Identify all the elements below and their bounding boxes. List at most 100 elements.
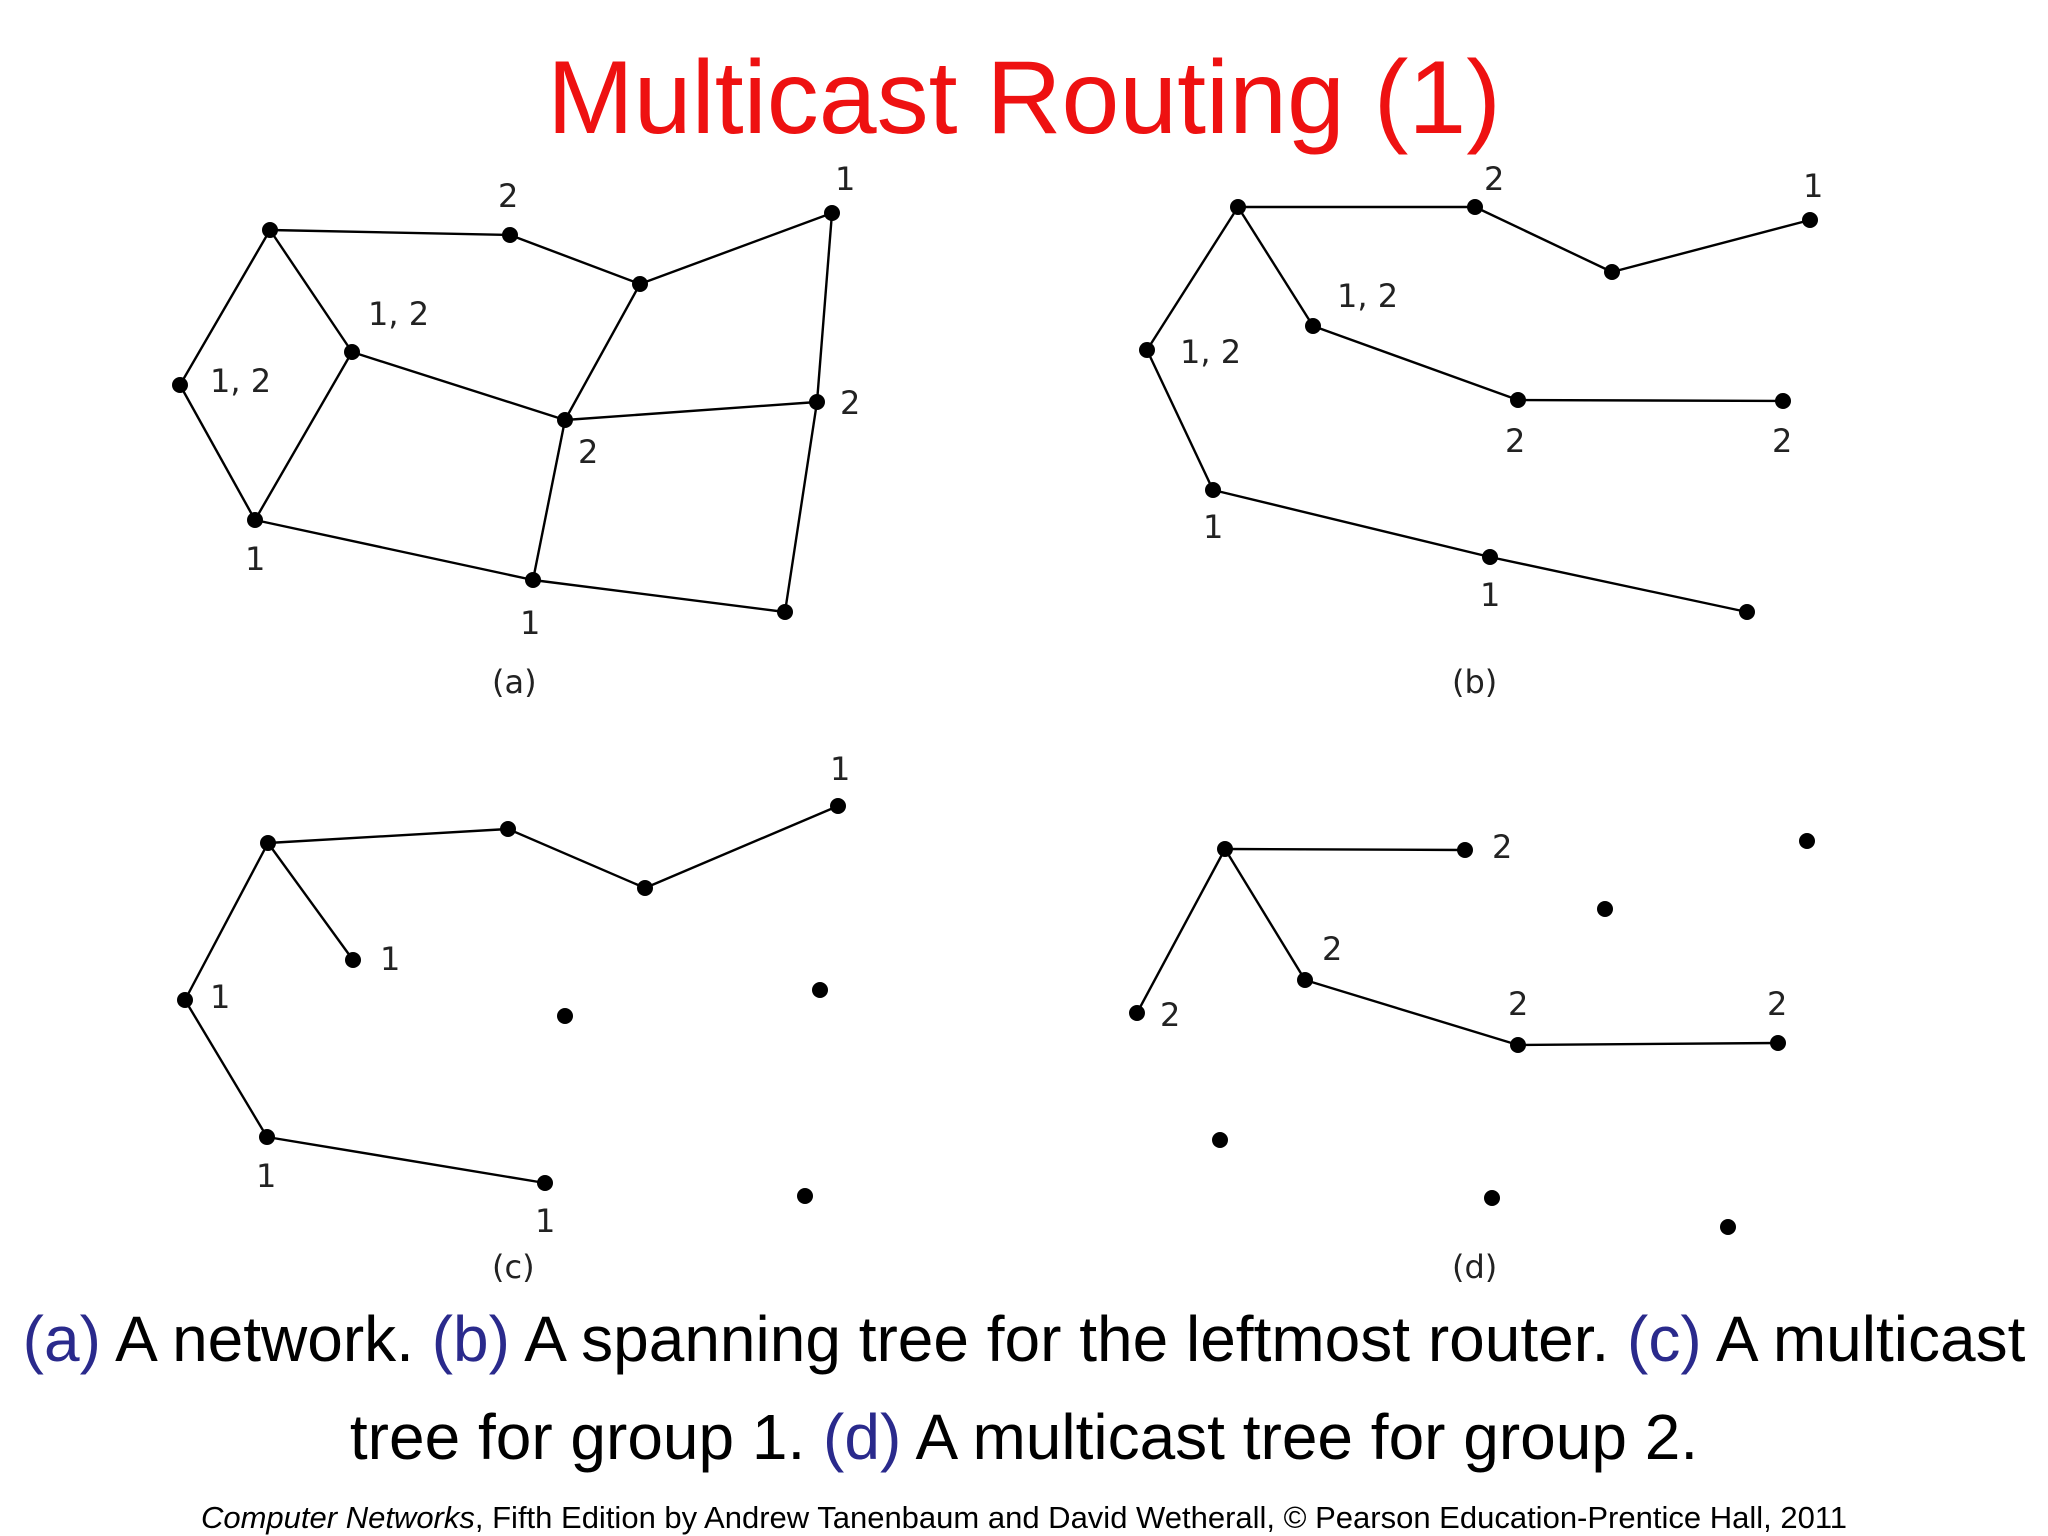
edge: [178, 229, 272, 386]
router-node: [1217, 841, 1233, 857]
router-node: [1510, 1037, 1526, 1053]
group-label: 1: [1803, 167, 1823, 205]
router-node: [259, 1129, 275, 1145]
caption-text-a: A network.: [100, 1303, 432, 1375]
edge: [1135, 848, 1227, 1014]
router-node: [344, 344, 360, 360]
edge: [1517, 398, 1784, 403]
caption-text-b: A spanning tree for the leftmost router.: [509, 1303, 1628, 1375]
edge: [563, 283, 642, 421]
network-diagram-a: 2 1 1, 2 1, 2 2 2 1 1 (a): [172, 160, 860, 701]
router-node: [637, 880, 653, 896]
router-node: [260, 835, 276, 851]
copyright-footer: Computer Networks, Fifth Edition by Andr…: [0, 1500, 2048, 1536]
figure-caption: (a) A network. (b) A spanning tree for t…: [0, 1290, 2048, 1486]
router-node: [1297, 972, 1313, 988]
router-node: [777, 604, 793, 620]
router-node: [1205, 482, 1221, 498]
book-title: Computer Networks: [200, 1500, 475, 1535]
router-node: [1457, 842, 1473, 858]
group-label: 1, 2: [368, 295, 429, 333]
router-node: [262, 222, 278, 238]
edge: [178, 384, 257, 521]
diagram-caption: (a): [492, 663, 537, 701]
caption-tag-d: (d): [823, 1401, 902, 1473]
router-node: [247, 512, 263, 528]
router-node: [557, 1008, 573, 1024]
edge: [351, 350, 566, 422]
router-node: [632, 276, 648, 292]
router-node: [1775, 393, 1791, 409]
edge: [1224, 847, 1466, 852]
edge: [1145, 206, 1240, 351]
edge: [1611, 218, 1811, 274]
caption-tag-a: (a): [22, 1303, 101, 1375]
edge: [254, 518, 534, 582]
group-label: 1: [245, 540, 265, 578]
router-node: [1305, 318, 1321, 334]
group-label: 1: [535, 1202, 555, 1240]
multicast-tree-diagram-c: 1 1 1 1 1 (c): [177, 750, 850, 1286]
group-label: 1: [520, 604, 540, 642]
edge: [531, 419, 567, 581]
edge: [509, 233, 641, 286]
router-node: [1482, 549, 1498, 565]
edge: [1312, 324, 1519, 402]
router-node: [1510, 392, 1526, 408]
group-label: 2: [498, 177, 518, 215]
group-label: 1: [1480, 576, 1500, 614]
router-node: [1739, 604, 1755, 620]
router-node: [1802, 212, 1818, 228]
edge: [532, 578, 786, 614]
caption-text-d: A multicast tree for group 2.: [901, 1401, 1699, 1473]
group-label: 2: [1492, 828, 1512, 866]
edge: [1223, 848, 1307, 981]
caption-tag-c: (c): [1627, 1303, 1702, 1375]
edge: [564, 400, 818, 422]
group-label: 2: [1160, 996, 1180, 1034]
edge: [644, 804, 839, 890]
group-label: 1: [1203, 508, 1223, 546]
group-label: 2: [1322, 930, 1342, 968]
group-label: 2: [1484, 160, 1504, 198]
router-node: [830, 798, 846, 814]
group-label: 1, 2: [1180, 333, 1241, 371]
router-node: [525, 572, 541, 588]
router-node: [172, 377, 188, 393]
footer-credits: , Fifth Edition by Andrew Tanenbaum and …: [474, 1500, 1848, 1535]
group-label: 1: [210, 978, 230, 1016]
group-label: 1: [830, 750, 850, 788]
diagram-caption: (b): [1452, 663, 1497, 701]
edge: [269, 229, 353, 353]
router-node: [500, 821, 516, 837]
edge: [1145, 349, 1215, 491]
group-label: 1, 2: [210, 362, 271, 400]
group-label: 2: [1767, 985, 1787, 1023]
router-node: [1212, 1132, 1228, 1148]
group-label: 1: [256, 1157, 276, 1195]
edge: [1304, 978, 1519, 1047]
edge: [639, 211, 833, 286]
spanning-tree-diagram-b: 2 1 1, 2 1, 2 2 2 1 1 (b): [1139, 160, 1823, 701]
multicast-tree-diagram-d: 2 2 2 2 2 (d): [1129, 828, 1815, 1286]
router-node: [502, 227, 518, 243]
router-node: [1129, 1005, 1145, 1021]
router-node: [1604, 264, 1620, 280]
edge: [1236, 206, 1315, 327]
group-label: 1: [380, 940, 400, 978]
router-node: [1484, 1190, 1500, 1206]
group-label: 2: [578, 433, 598, 471]
router-node: [177, 992, 193, 1008]
router-node: [1799, 833, 1815, 849]
edge: [253, 351, 354, 521]
edge: [269, 228, 511, 237]
group-label: 2: [1508, 985, 1528, 1023]
edge: [1474, 205, 1613, 274]
edge: [1517, 1041, 1779, 1047]
edge: [183, 842, 270, 1001]
group-label: 2: [840, 384, 860, 422]
edge: [183, 999, 269, 1138]
slide-title: Multicast Routing (1): [547, 40, 1501, 156]
router-node: [1770, 1035, 1786, 1051]
